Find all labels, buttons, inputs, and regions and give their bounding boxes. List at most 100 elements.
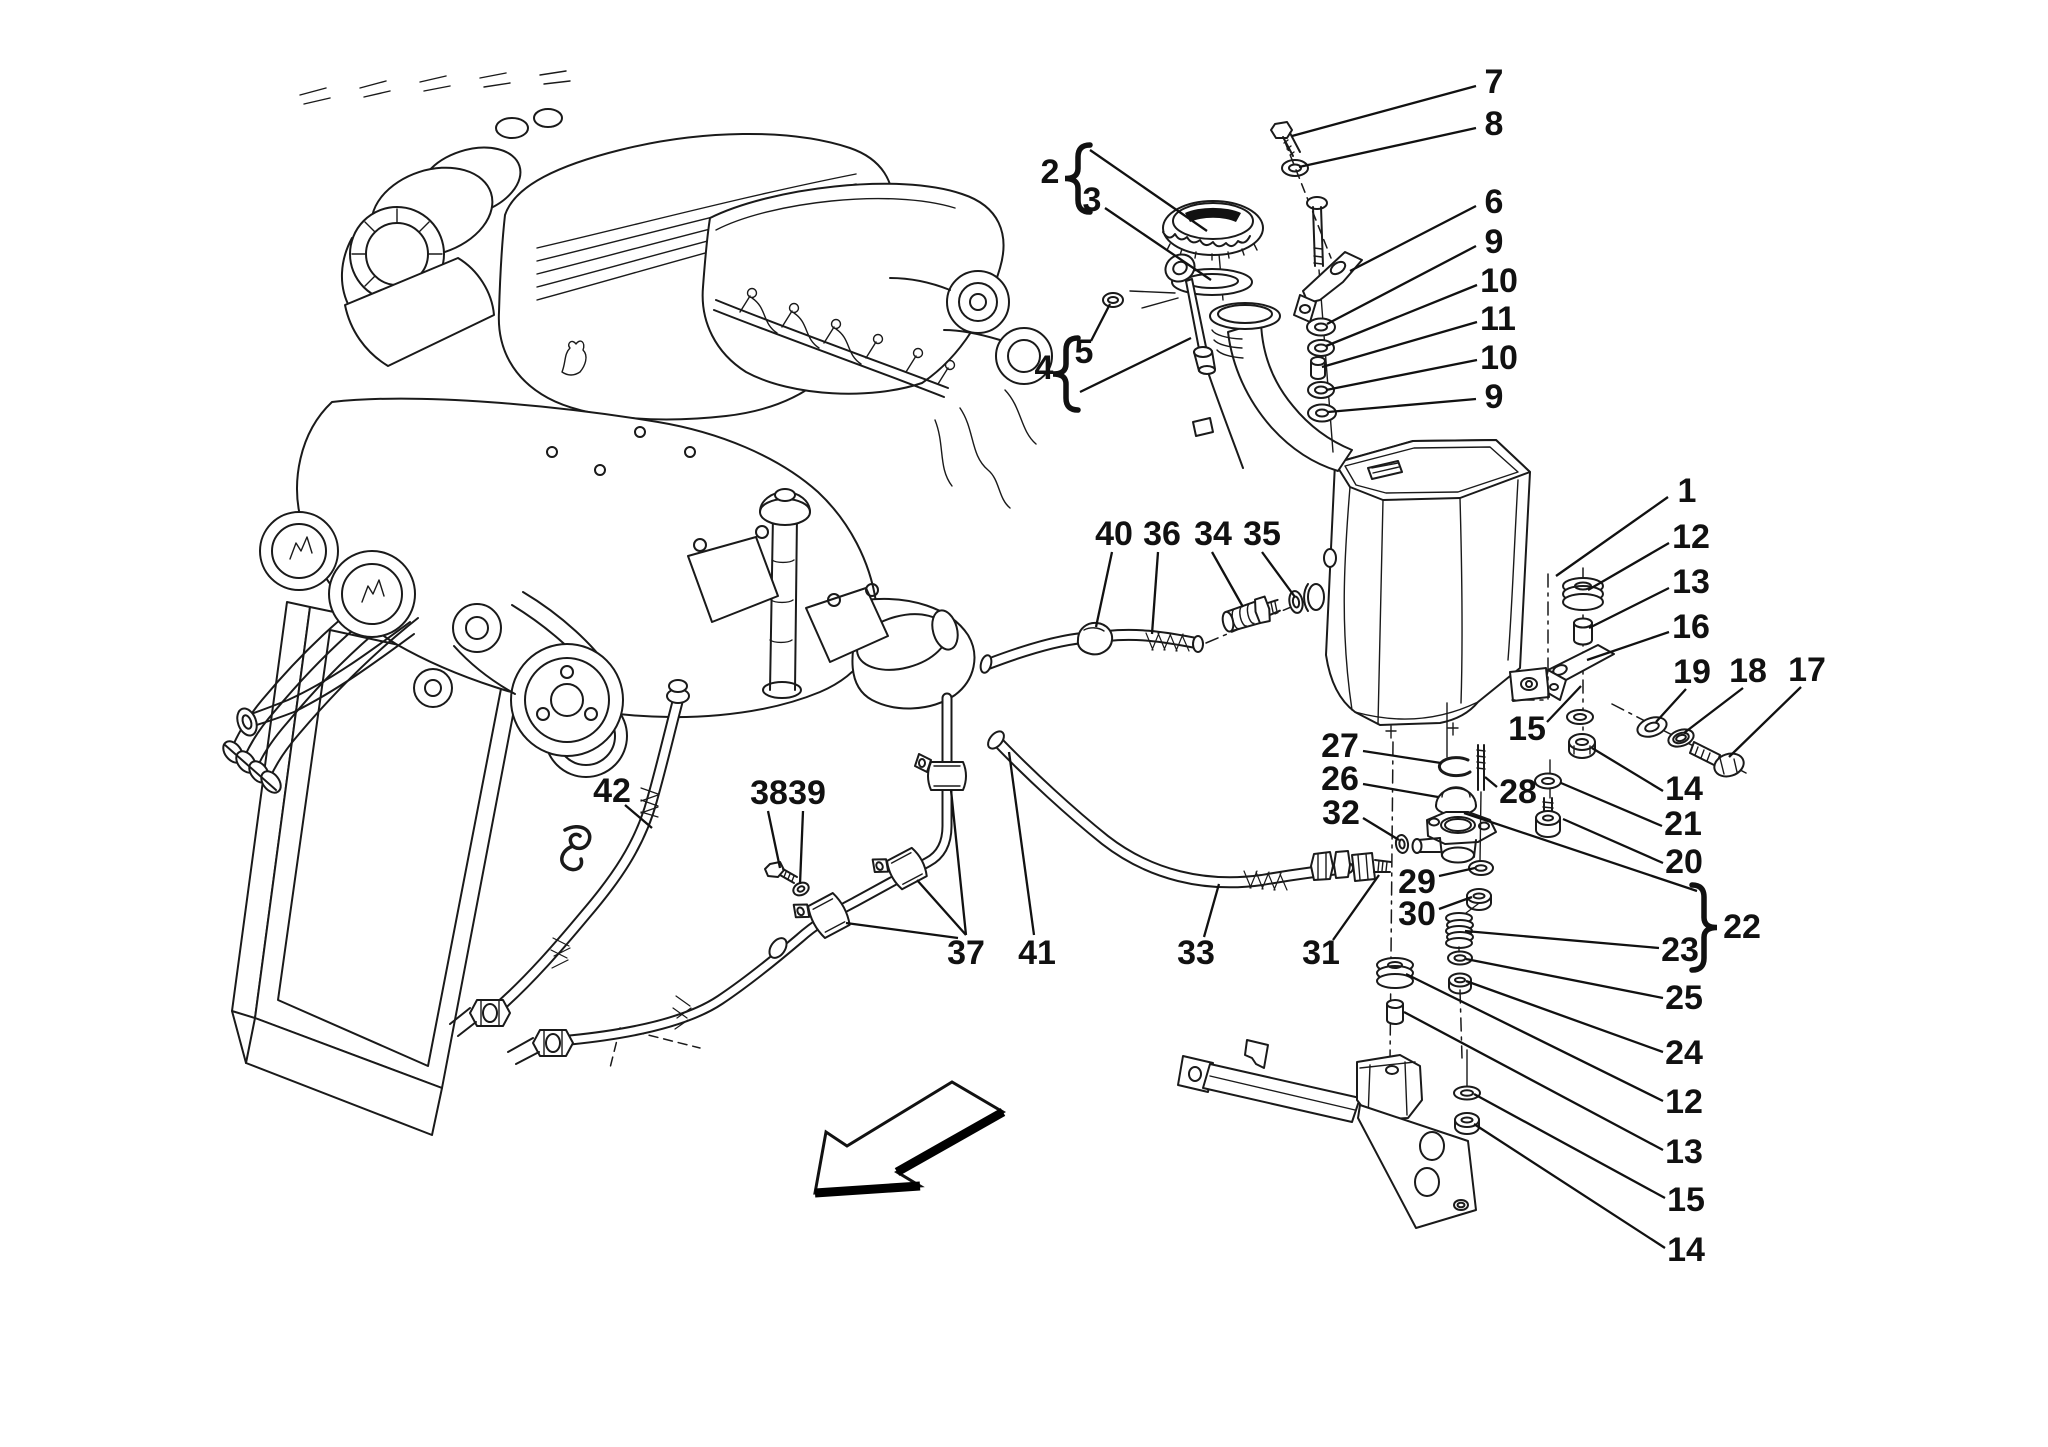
- pipe-clamp-c: [792, 892, 851, 939]
- clamp-washer-39: [792, 881, 810, 897]
- leader-line-27: [1362, 749, 1442, 765]
- leader-line-16: [1586, 630, 1670, 662]
- spring-23: [1445, 912, 1474, 949]
- washer-21-upper: [1566, 709, 1594, 725]
- oil-tank-body: [1325, 439, 1531, 726]
- leader-line-8: [1298, 126, 1477, 169]
- arrow-outline: [813, 1080, 1007, 1195]
- group-bracket-2-3: [1064, 142, 1093, 215]
- filler-cap: [1162, 200, 1264, 261]
- washer-19: [1636, 716, 1668, 738]
- union-fitting-31: [1351, 852, 1392, 882]
- leader-line-13: [1588, 586, 1670, 630]
- callout-40: 40: [1095, 515, 1133, 553]
- seal-washer-35: [1288, 590, 1304, 614]
- leader-line-14: [1473, 1123, 1666, 1249]
- leader-line-33: [1202, 883, 1221, 938]
- radiator-hose-42: [449, 679, 690, 1037]
- leader-line-36: [1150, 551, 1160, 635]
- leader-line-5: [1089, 303, 1112, 342]
- callout-25: 25: [1665, 979, 1703, 1017]
- arrow-shadow-edge: [814, 1181, 921, 1198]
- callout-10: 10: [1480, 339, 1518, 377]
- arrow-shadow-edge: [894, 1108, 1006, 1176]
- leader-line-37: [949, 789, 968, 936]
- hose-hex-couplers: [1310, 850, 1351, 881]
- washer-32: [1394, 834, 1410, 854]
- callout-41: 41: [1018, 934, 1056, 972]
- valve-body: [1411, 811, 1497, 864]
- callout-17: 17: [1788, 651, 1826, 689]
- stud-28: [1476, 744, 1486, 791]
- callout-9: 9: [1485, 378, 1504, 416]
- leader-line-35: [1261, 551, 1296, 598]
- tank-top-mount-hardware: [1270, 121, 1363, 453]
- leader-line-12: [1587, 542, 1670, 591]
- callout-6: 6: [1485, 183, 1504, 221]
- callout-18: 18: [1729, 652, 1767, 690]
- callout-28: 28: [1499, 773, 1537, 811]
- grommet-12-lower: [1376, 957, 1414, 989]
- pipe-fitting-34: [1221, 595, 1281, 633]
- washer-10-upper: [1307, 339, 1335, 357]
- callout-13: 13: [1672, 563, 1710, 601]
- pipe-clamp-b: [871, 846, 928, 891]
- nut-14-upper: [1568, 733, 1596, 759]
- washer-18: [1667, 728, 1695, 748]
- leader-line-39: [798, 810, 805, 885]
- engine-illustration: [222, 70, 1053, 794]
- callout-30: 30: [1398, 895, 1436, 933]
- callout-21: 21: [1664, 805, 1702, 843]
- callout-34: 34: [1194, 515, 1232, 553]
- callout-12: 12: [1672, 518, 1710, 556]
- dipstick-o-ring-5: [1102, 292, 1124, 308]
- leader-line-6: [1349, 204, 1477, 273]
- leader-line-9: [1327, 397, 1477, 414]
- callout-19: 19: [1673, 653, 1711, 691]
- callout-35: 35: [1243, 515, 1281, 553]
- mount-pad-15: [1509, 667, 1550, 702]
- tank-label-sticker: [1367, 460, 1403, 480]
- leader-line-30: [1438, 895, 1473, 911]
- nut-14-lower: [1454, 1112, 1480, 1135]
- leader-line-40: [1094, 551, 1114, 628]
- spring-stack: [1445, 912, 1474, 1059]
- leader-line-41: [1007, 751, 1036, 936]
- callout-31: 31: [1302, 934, 1340, 972]
- bleed-valve-20: [1535, 797, 1561, 838]
- leader-line-24: [1465, 979, 1664, 1054]
- leader-line-29: [1438, 866, 1476, 878]
- leader-line-26: [1362, 782, 1439, 799]
- bolt-7: [1270, 121, 1301, 157]
- spacer-11: [1310, 356, 1326, 380]
- radiator-fitting-a: [449, 999, 511, 1037]
- leader-line-7: [1291, 84, 1477, 138]
- leader-line-3: [1104, 207, 1212, 281]
- spacer-13: [1573, 617, 1593, 646]
- pipe-clamp-a: [914, 753, 967, 791]
- leader-line-23: [1464, 929, 1660, 950]
- callout-38: 38: [750, 774, 788, 812]
- spacer-13-lower: [1386, 999, 1404, 1025]
- leader-line-42: [624, 804, 653, 829]
- callout-32: 32: [1322, 794, 1360, 832]
- callout-13: 13: [1665, 1133, 1703, 1171]
- leader-line-31: [1332, 874, 1380, 941]
- stud-bolt: [1306, 196, 1328, 267]
- leader-line-17: [1728, 686, 1802, 758]
- gasket-ring-27: [1437, 756, 1472, 778]
- callout-36: 36: [1143, 515, 1181, 553]
- leader-line-25: [1465, 957, 1664, 1000]
- oil-pipe-with-clamps: [507, 692, 967, 1065]
- callout-16: 16: [1672, 608, 1710, 646]
- leader-line-10: [1325, 283, 1478, 348]
- callout-23: 23: [1661, 931, 1699, 969]
- mount-block: [1356, 1054, 1423, 1121]
- leader-line-15: [1546, 685, 1582, 723]
- leader-line-4: [1079, 336, 1192, 394]
- check-valve-assembly: [1411, 702, 1497, 917]
- leader-line-12: [1405, 972, 1664, 1103]
- leader-line-15: [1473, 1092, 1666, 1200]
